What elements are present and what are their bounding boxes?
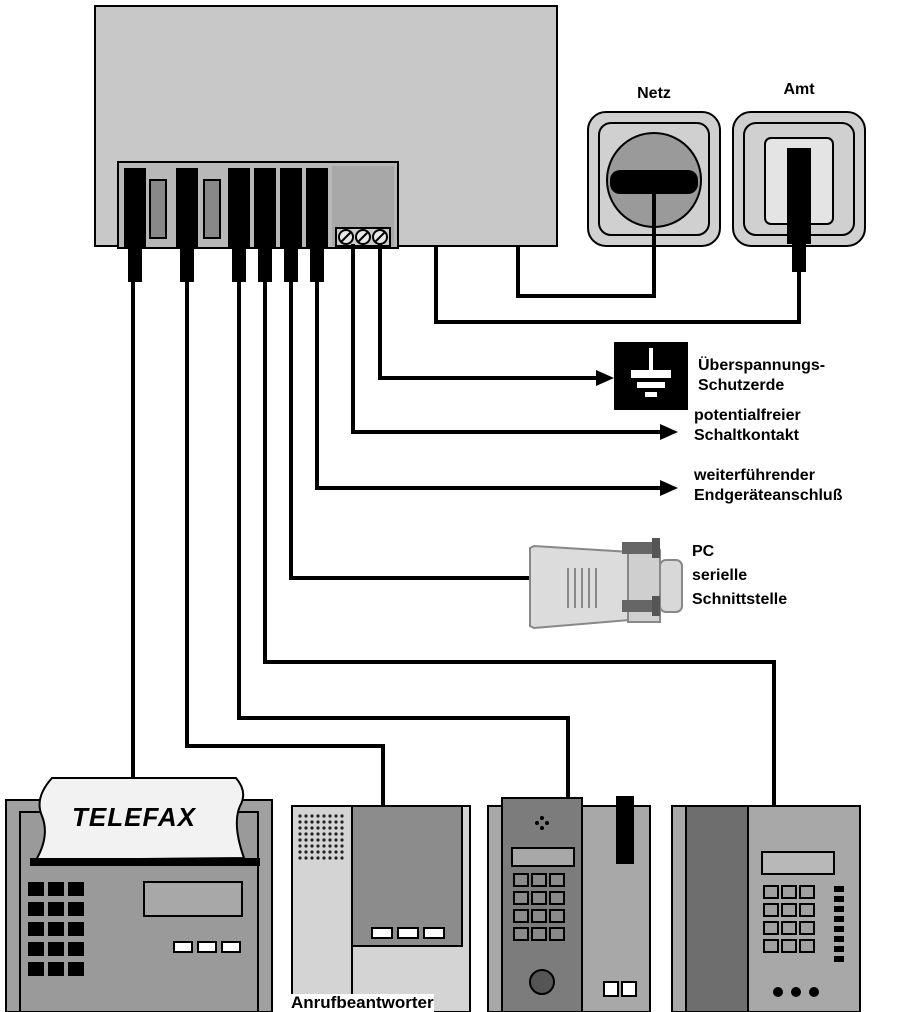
- screw-terminals: [335, 227, 391, 247]
- slot-window: [203, 179, 221, 239]
- answering-machine-cable: [185, 282, 385, 808]
- amt-label: Amt: [783, 81, 815, 98]
- fax-text: TELEFAX: [72, 802, 197, 832]
- pc-label-line1: PC: [692, 543, 715, 560]
- switch-contact-label-line1: potentialfreier: [694, 407, 801, 424]
- arrow-terminal: [660, 480, 678, 496]
- plug-answering-machine: [176, 168, 198, 282]
- answering-machine: [291, 805, 471, 1012]
- phone-line-socket: [732, 111, 866, 272]
- ground-symbol-icon: [614, 342, 688, 410]
- plug-pc: [280, 168, 302, 282]
- terminal-label-line2: Endgeräteanschluß: [694, 487, 843, 504]
- arrow-switch: [660, 424, 678, 440]
- power-cable: [516, 194, 656, 298]
- power-socket: [587, 111, 721, 247]
- terminal-cable: [315, 282, 662, 490]
- plug-desk-phone: [254, 168, 276, 282]
- answering-machine-label: Anrufbeantworter: [291, 993, 434, 1012]
- pc-label-line2: serielle: [692, 567, 748, 584]
- plug-fax: [124, 168, 146, 282]
- fax-machine: [5, 777, 273, 1012]
- surge-ground-cable: [378, 244, 598, 380]
- surge-ground-label-line2: Schutzerde: [698, 377, 785, 394]
- pc-label-line3: Schnittstelle: [692, 591, 788, 608]
- desk-phone: [671, 805, 861, 1012]
- pc-serial-plug-icon: [529, 538, 683, 630]
- surge-ground-label-line1: Überspannungs-: [698, 357, 826, 374]
- slot-window: [149, 179, 167, 239]
- netz-label: Netz: [637, 85, 671, 102]
- plug-handset-phone: [228, 168, 250, 282]
- desk-phone-cable: [263, 282, 776, 808]
- switch-contact-label-line2: Schaltkontakt: [694, 427, 799, 444]
- handset-phone: [487, 796, 651, 1012]
- arrow-surge: [596, 370, 614, 386]
- line-cable: [434, 246, 801, 324]
- switch-contact-cable: [351, 244, 662, 434]
- cables: [131, 194, 801, 808]
- handset-phone-cable: [237, 282, 570, 800]
- speaker-grille-icon: [298, 814, 344, 860]
- pc-cable: [289, 282, 530, 580]
- plug-terminal: [306, 168, 328, 282]
- terminal-label-line1: weiterführender: [694, 467, 815, 484]
